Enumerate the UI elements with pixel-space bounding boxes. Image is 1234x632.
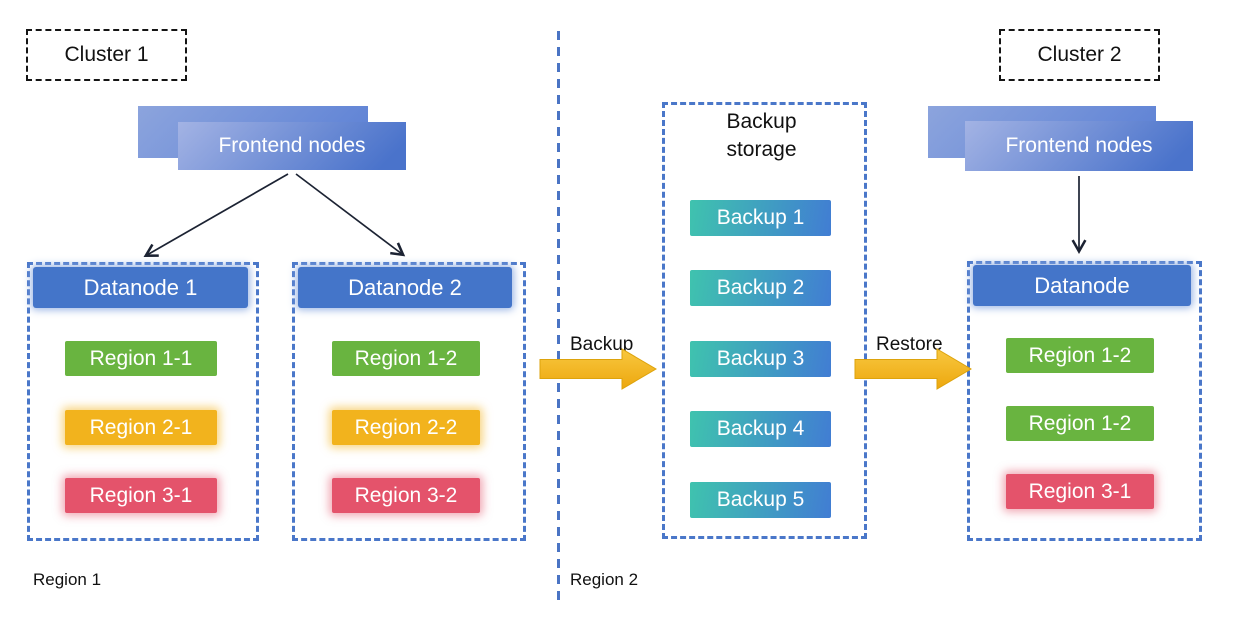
backup-item: Backup 2: [690, 270, 831, 306]
cluster1-label-box: Cluster 1: [26, 29, 187, 81]
backup-storage-title: Backup storage: [726, 110, 797, 162]
backup-flow-label: Backup: [570, 334, 634, 355]
region-box: Region 1-2: [1006, 338, 1154, 373]
cluster2-datanode-title: Datanode: [1034, 272, 1130, 298]
backup-item-label: Backup 1: [716, 206, 805, 229]
region-label: Region 1-2: [1028, 411, 1132, 435]
cluster2-datanode-header: Datanode: [973, 265, 1191, 306]
backup-item: Backup 3: [690, 341, 831, 377]
region-box: Region 1-1: [65, 341, 217, 376]
region-box: Region 1-2: [1006, 406, 1154, 441]
datanode2-header: Datanode 2: [298, 267, 512, 308]
region1-footer-label: Region 1: [33, 570, 102, 589]
cluster2-label-box: Cluster 2: [999, 29, 1160, 81]
region-label: Region 1-1: [89, 346, 193, 370]
region-box: Region 2-2: [332, 410, 480, 445]
datanode2-container: [292, 262, 526, 541]
region-label: Region 3-1: [89, 483, 193, 507]
cluster1-frontend-label: Frontend nodes: [218, 134, 366, 157]
datanode1-container: [27, 262, 259, 541]
backup-item: Backup 5: [690, 482, 831, 518]
region-box: Region 3-1: [65, 478, 217, 513]
region-box: Region 1-2: [332, 341, 480, 376]
backup-item: Backup 1: [690, 200, 831, 236]
frontend-to-datanode1-arrow: [143, 173, 289, 258]
cluster2-frontend-label: Frontend nodes: [1005, 134, 1153, 157]
datanode2-title: Datanode 2: [348, 274, 462, 300]
backup-item-label: Backup 2: [716, 276, 805, 299]
cluster2-frontend-box: Frontend nodes: [965, 121, 1193, 171]
backup-item: Backup 4: [690, 411, 831, 447]
cluster1-label: Cluster 1: [64, 43, 149, 66]
cluster1-frontend-box: Frontend nodes: [178, 122, 406, 170]
region-box: Region 3-2: [332, 478, 480, 513]
region-label: Region 3-2: [354, 483, 458, 507]
region2-footer-label: Region 2: [570, 570, 639, 589]
region-label: Region 1-2: [354, 346, 458, 370]
region-label: Region 2-2: [354, 415, 458, 439]
backup-item-label: Backup 5: [716, 488, 805, 511]
region-label: Region 3-1: [1028, 479, 1132, 503]
region-label: Region 2-1: [89, 415, 193, 439]
backup-item-label: Backup 4: [716, 417, 805, 440]
datanode1-title: Datanode 1: [83, 274, 198, 300]
region-label: Region 1-2: [1028, 343, 1132, 367]
frontend-to-datanode2-arrow: [295, 173, 406, 257]
backup-storage-container: [662, 102, 867, 539]
restore-flow-label: Restore: [876, 334, 943, 355]
datanode1-header: Datanode 1: [33, 267, 248, 308]
cluster2-datanode-container: [967, 261, 1202, 541]
region-separator-line: [557, 31, 560, 603]
region-box: Region 3-1: [1006, 474, 1154, 509]
region-box: Region 2-1: [65, 410, 217, 445]
cluster2-label: Cluster 2: [1037, 43, 1122, 66]
backup-item-label: Backup 3: [716, 347, 805, 370]
